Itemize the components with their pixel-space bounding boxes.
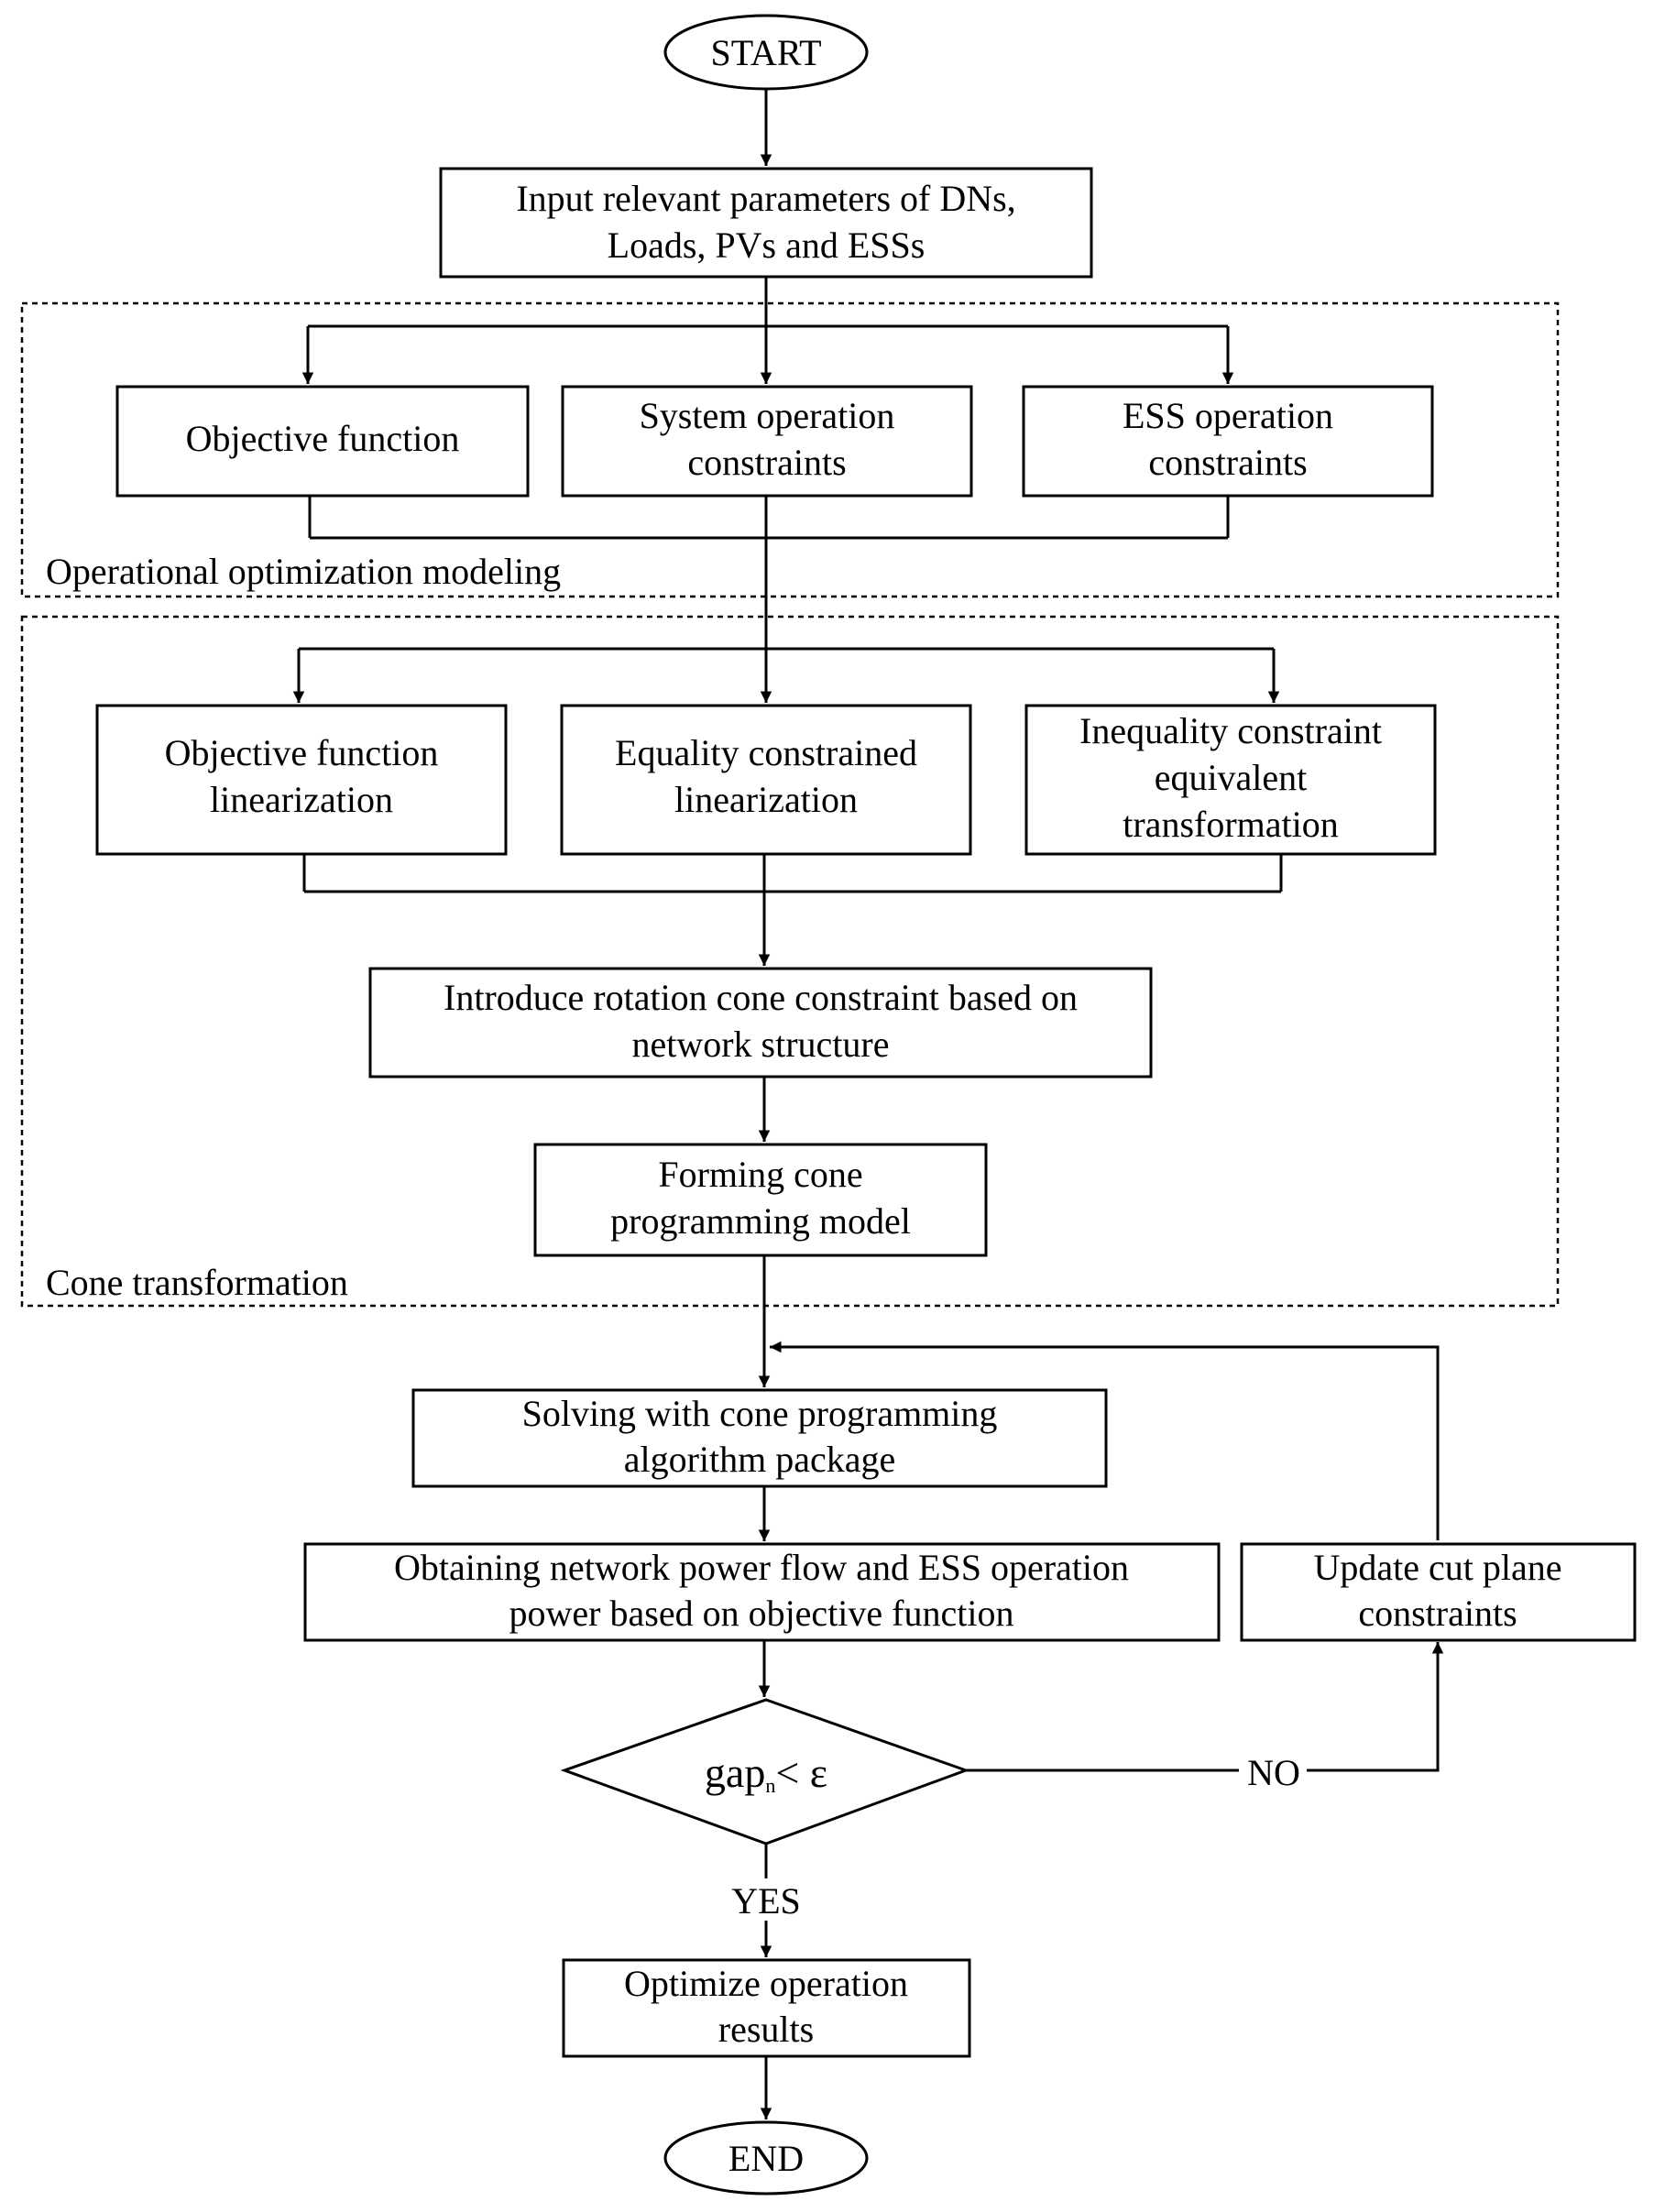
edges [292, 90, 1444, 2119]
rotation-cone-box: Introduce rotation cone constraint based… [368, 967, 1153, 1079]
system-operation-constraints-box: System operation constraints [561, 385, 973, 498]
solving-line-2: algorithm package [624, 1439, 896, 1480]
input-parameters-line-2: Loads, PVs and ESSs [608, 224, 926, 266]
objective-linearization-line-1: Objective function [165, 732, 439, 773]
group-label-modeling: Operational optimization modeling [46, 551, 561, 592]
solving-line-1: Solving with cone programming [522, 1393, 998, 1434]
equality-linearization-box: Equality constrained linearization [560, 704, 972, 856]
equality-linearization-line-2: linearization [674, 779, 858, 820]
optimize-results-box: Optimize operation results [562, 1958, 971, 2058]
end-label: END [728, 2138, 804, 2179]
input-parameters-box: Input relevant parameters of DNs, Loads,… [439, 167, 1093, 279]
objective-function-box: Objective function [115, 385, 530, 498]
optimize-results-line-2: results [718, 2009, 814, 2050]
inequality-transformation-line-3: transformation [1123, 804, 1339, 845]
end-terminal: END [663, 2120, 869, 2196]
start-terminal: START [663, 14, 869, 91]
update-cut-plane-box: Update cut plane constraints [1240, 1542, 1637, 1642]
forming-cone-line-1: Forming cone [658, 1154, 862, 1195]
update-cut-plane-line-2: constraints [1358, 1593, 1517, 1634]
optimize-results-line-1: Optimize operation [624, 1963, 908, 2004]
objective-linearization-line-2: linearization [210, 779, 393, 820]
ess-operation-constraints-box: ESS operation constraints [1022, 385, 1434, 498]
obtaining-line-2: power based on objective function [509, 1593, 1014, 1634]
edge-label-yes: YES [731, 1880, 801, 1922]
solving-box: Solving with cone programming algorithm … [411, 1388, 1108, 1488]
edge-label-no: NO [1247, 1752, 1300, 1793]
rotation-cone-line-2: network structure [631, 1024, 889, 1065]
input-parameters-line-1: Input relevant parameters of DNs, [516, 178, 1015, 219]
inequality-transformation-line-1: Inequality constraint [1079, 710, 1382, 751]
edge-decision-no [966, 1642, 1444, 1772]
objective-function-line-1: Objective function [186, 418, 460, 459]
inequality-transformation-line-2: equivalent [1155, 757, 1308, 798]
gap-condition-text: gapn< ε [705, 1749, 827, 1797]
forming-cone-model-box: Forming cone programming model [533, 1143, 988, 1257]
gap-decision-diamond: gapn< ε [560, 1698, 970, 1845]
group-cone-transformation: Cone transformation [20, 615, 1560, 1308]
ess-operation-line-2: constraints [1148, 442, 1307, 483]
obtaining-line-1: Obtaining network power flow and ESS ope… [394, 1547, 1129, 1588]
objective-linearization-box: Objective function linearization [95, 704, 508, 856]
update-cut-plane-line-1: Update cut plane [1314, 1547, 1562, 1588]
group-operational-optimization-modeling: Operational optimization modeling [20, 301, 1560, 598]
inequality-transformation-box: Inequality constraint equivalent transfo… [1024, 704, 1437, 856]
rotation-cone-line-1: Introduce rotation cone constraint based… [444, 977, 1078, 1018]
start-label: START [710, 32, 821, 73]
edge-loop-back [770, 1341, 1440, 1540]
group-label-cone: Cone transformation [46, 1262, 348, 1303]
obtaining-power-flow-box: Obtaining network power flow and ESS ope… [303, 1542, 1221, 1642]
ess-operation-line-1: ESS operation [1123, 395, 1333, 436]
equality-linearization-line-1: Equality constrained [615, 732, 917, 773]
system-operation-line-1: System operation [640, 395, 895, 436]
forming-cone-line-2: programming model [610, 1200, 911, 1242]
system-operation-line-2: constraints [687, 442, 846, 483]
